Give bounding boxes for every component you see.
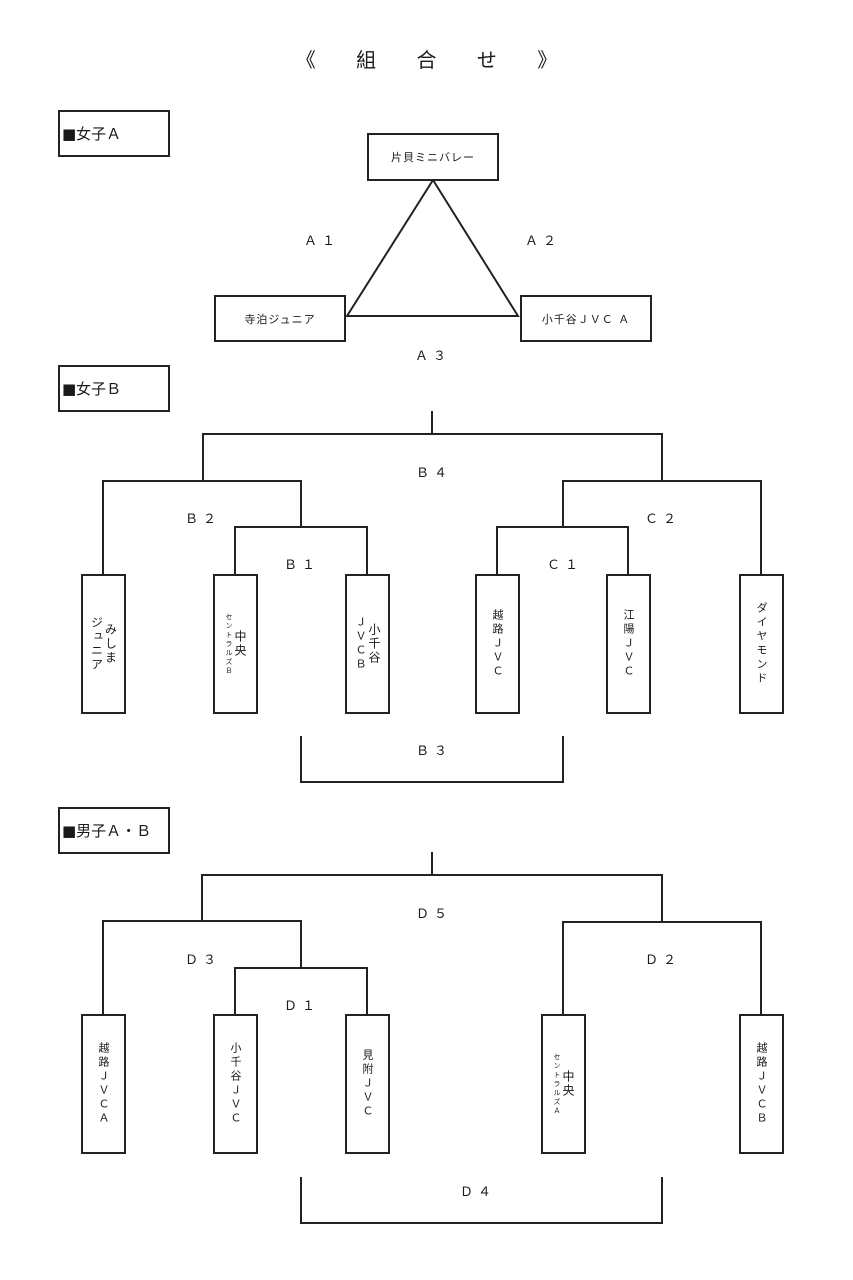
team-name-line: 越路ＪＶＣ — [491, 609, 504, 679]
team-name-line: 越路ＪＶＣＢ — [755, 1042, 768, 1126]
bracket-d1 — [234, 967, 368, 1014]
match-label-b2: Ｂ２ — [184, 512, 222, 527]
page-title: 《 組 合 せ 》 — [0, 44, 853, 73]
section-label-text: ■女子Ａ — [62, 125, 122, 143]
match-label-d5: Ｄ５ — [415, 907, 453, 922]
bracket-b1 — [234, 526, 368, 574]
team-name-line: 小千谷ＪＶＣ — [229, 1042, 242, 1126]
section-label-girls-a: ■女子Ａ — [58, 110, 170, 157]
bracket-d2 — [562, 921, 762, 1014]
team-box-right: 小千谷ＪＶＣ Ａ — [520, 295, 652, 342]
team-box-top: 片貝ミニバレー — [367, 133, 499, 181]
title-char: 組 — [356, 48, 377, 72]
match-label-d2: Ｄ２ — [644, 953, 682, 968]
match-label-a2: Ａ２ — [524, 234, 562, 249]
team-name: 片貝ミニバレー — [391, 151, 475, 164]
title-char: せ — [476, 48, 497, 72]
bracket-c2 — [562, 480, 762, 574]
team-name-line: ＪＶＣＢ — [354, 616, 367, 672]
team-name-line: 中央 — [561, 1070, 575, 1098]
team-name-line: セントラルズＡ — [553, 1052, 561, 1116]
match-label-c2: Ｃ２ — [644, 512, 682, 527]
team-box-diamond: ダイヤモンド — [739, 574, 784, 714]
bracket-b2 — [102, 480, 302, 574]
match-label-d1: Ｄ１ — [283, 999, 321, 1014]
match-label-d3: Ｄ３ — [184, 953, 222, 968]
match-label-b3: Ｂ３ — [415, 744, 453, 759]
team-box-left: 寺泊ジュニア — [214, 295, 346, 342]
bracket-b4 — [202, 433, 663, 481]
match-label-b1: Ｂ１ — [283, 558, 321, 573]
team-name: 寺泊ジュニア — [244, 312, 316, 326]
team-box-ojiya-b: 小千谷 ＪＶＣＢ — [345, 574, 390, 714]
bracket-d3 — [102, 920, 302, 1014]
team-box-koshiji: 越路ＪＶＣ — [475, 574, 520, 714]
title-char: 合 — [416, 48, 437, 72]
team-name-line: ダイヤモンド — [755, 602, 768, 686]
match-label-a1: Ａ１ — [303, 234, 341, 249]
team-name-line: セントラルズＢ — [225, 612, 233, 676]
section-label-text: ■女子Ｂ — [62, 380, 122, 398]
team-box-ojiya: 小千谷ＪＶＣ — [213, 1014, 258, 1154]
section-label-boys-ab: ■男子Ａ・Ｂ — [58, 807, 170, 854]
match-label-c1: Ｃ１ — [546, 558, 584, 573]
round-robin-triangle — [345, 179, 520, 317]
bracket-c1 — [496, 526, 629, 574]
section-label-text: ■男子Ａ・Ｂ — [62, 822, 152, 840]
section-label-girls-b: ■女子Ｂ — [58, 365, 170, 412]
team-name: 小千谷ＪＶＣ Ａ — [541, 312, 631, 326]
title-close-bracket: 》 — [537, 48, 558, 72]
team-name-line: 中央 — [233, 630, 247, 658]
team-name-line: 見附ＪＶＣ — [361, 1049, 374, 1119]
team-box-chuo-b: 中央 セントラルズＢ — [213, 574, 258, 714]
team-box-koshiji-a: 越路ＪＶＣＡ — [81, 1014, 126, 1154]
team-box-mishima: みしま ジュニア — [81, 574, 126, 714]
bracket-d5 — [201, 874, 663, 921]
match-label-d4: Ｄ４ — [459, 1185, 497, 1200]
team-name-line: 越路ＪＶＣＡ — [97, 1042, 110, 1126]
match-label-b4: Ｂ４ — [415, 466, 453, 481]
team-box-mitsuke: 見附ＪＶＣ — [345, 1014, 390, 1154]
title-open-bracket: 《 — [295, 48, 316, 72]
bracket-d4 — [300, 1177, 663, 1224]
team-name-line: みしま — [103, 623, 118, 665]
team-name-line: ジュニア — [89, 616, 104, 672]
team-box-koshiji-b: 越路ＪＶＣＢ — [739, 1014, 784, 1154]
bracket-b3 — [300, 736, 564, 783]
team-name-line: 江陽ＪＶＣ — [622, 609, 635, 679]
team-box-koyo: 江陽ＪＶＣ — [606, 574, 651, 714]
match-label-a3: Ａ３ — [414, 349, 452, 364]
team-name-line: 小千谷 — [367, 623, 381, 665]
team-box-chuo-a: 中央 セントラルズＡ — [541, 1014, 586, 1154]
